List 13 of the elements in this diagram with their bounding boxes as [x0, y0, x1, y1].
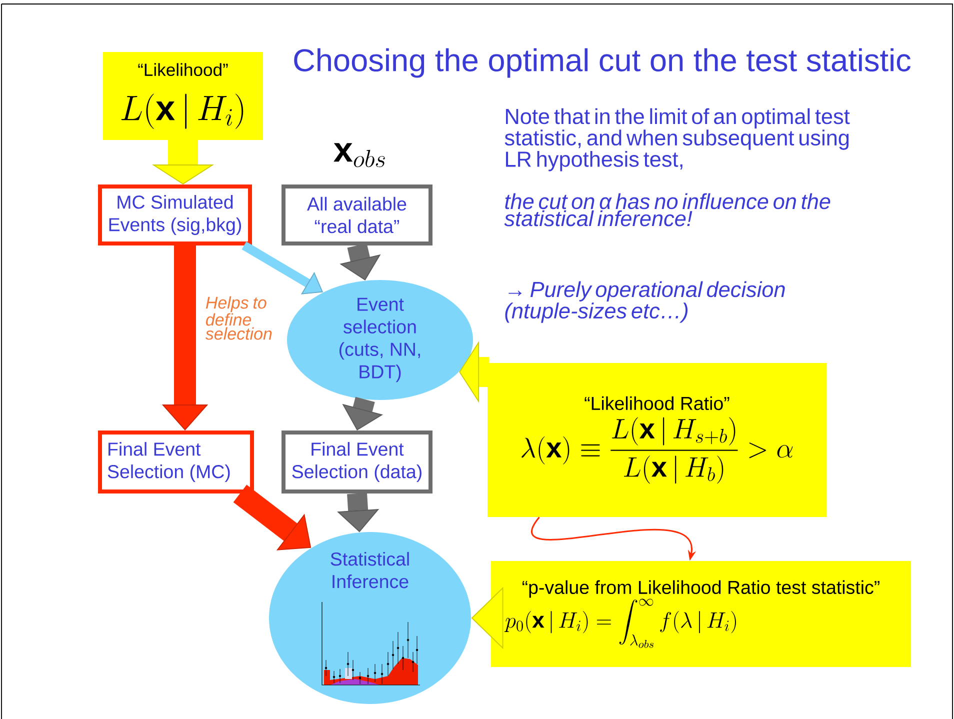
process-box: All available “real data” [282, 184, 432, 246]
formula-box: “Likelihood” $L(\mathbf{x}\,|\,H_i)$ [103, 52, 263, 140]
edge-label: Helps to define selection [205, 296, 272, 340]
formula-box: “Likelihood Ratio” $\lambda(\mathbf{x}) \equiv \frac{L(\mathbf{x}\,|\,H_{s+b})}{L(\mathbf{x}\,|\,H_b)} > \alpha$ [488, 363, 827, 517]
slide-title: Choosing the optimal cut on the test statistic [294, 48, 911, 78]
note-text: → Purely operational decision (ntuple-sizes etc…) [505, 281, 785, 323]
process-box: MC Simulated Events (sig,bkg) [98, 184, 252, 246]
arrow [233, 484, 312, 550]
formula: $\mathbf{x}_{obs}$ [334, 143, 385, 168]
note-text: Note that in the limit of an optimal test statistic, and when subsequent using LR hypothesis test, [504, 108, 850, 172]
process-box: Final Event Selection (MC) [98, 430, 254, 494]
process-box: Final Event Selection (data) [282, 430, 432, 494]
note-text: the cut on α has no influence on the statistical inference! [504, 193, 830, 226]
